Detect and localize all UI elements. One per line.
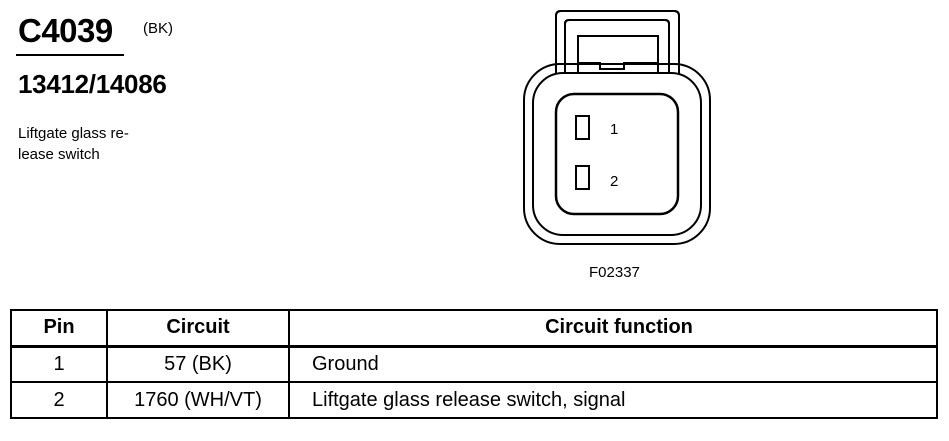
connector-face-diagram: 1 2: [523, 10, 711, 245]
row-function: Liftgate glass release switch, signal: [288, 381, 938, 419]
part-number: 13412/14086: [18, 69, 167, 99]
row-circuit: 57 (BK): [106, 345, 290, 383]
body-inner: [532, 72, 702, 236]
connector-id: C4039: [18, 12, 113, 49]
pin-face: [554, 92, 680, 216]
row-pin: 2: [10, 381, 108, 419]
pin-label-2: 2: [610, 173, 618, 190]
row-function: Ground: [288, 345, 938, 383]
pin-cavity-1: [575, 115, 590, 140]
connector-description: Liftgate glass re- lease switch: [18, 123, 168, 165]
description-line-1: Liftgate glass re-: [18, 125, 129, 142]
row-circuit: 1760 (WH/VT): [106, 381, 290, 419]
figure-id: F02337: [589, 264, 640, 281]
table-row: 2 1760 (WH/VT) Liftgate glass release sw…: [10, 381, 938, 419]
pin-cavity-2: [575, 165, 590, 190]
pin-label-1: 1: [610, 121, 618, 138]
header-function: Circuit function: [288, 309, 938, 348]
connector-id-underline: [16, 54, 124, 56]
connector-color: (BK): [143, 20, 173, 37]
header-circuit: Circuit: [106, 309, 290, 348]
header-pin: Pin: [10, 309, 108, 348]
description-line-2: lease switch: [18, 146, 100, 163]
table-row: 1 57 (BK) Ground: [10, 345, 938, 383]
table-header-row: Pin Circuit Circuit function: [10, 309, 938, 348]
pinout-table: Pin Circuit Circuit function 1 57 (BK) G…: [10, 309, 938, 419]
row-pin: 1: [10, 345, 108, 383]
